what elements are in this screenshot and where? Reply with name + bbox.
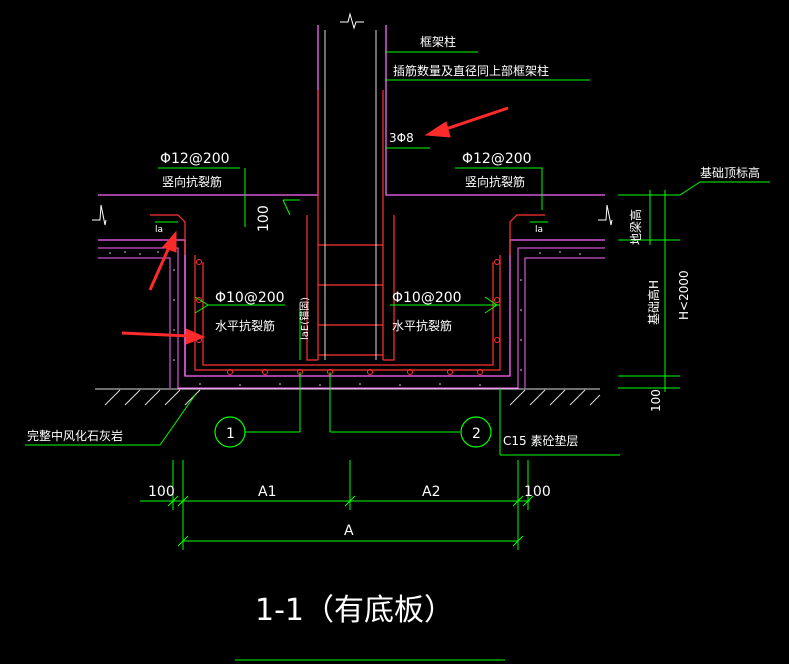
label-vert-rebar-left: Φ12@200: [160, 151, 230, 167]
label-horiz-rebar-right-desc: 水平抗裂筋: [392, 318, 452, 333]
label-la-right: la: [535, 225, 543, 235]
label-vert-rebar-right-desc: 竖向抗裂筋: [465, 174, 525, 189]
rebar-dots: [196, 259, 500, 375]
label-dim-a1: A1: [258, 484, 276, 500]
label-horiz-rebar-right: Φ10@200: [392, 290, 462, 306]
axis-marker-2: [460, 416, 492, 448]
ground-line: [95, 388, 601, 406]
label-dowel-note: 插筋数量及直径同上部框架柱: [393, 63, 549, 78]
axis-marker-1: [214, 416, 246, 448]
label-bottom-100: 100: [649, 389, 663, 412]
column-break: [92, 12, 613, 226]
bedding-layer: [98, 247, 605, 389]
label-lae: laE(锚固): [299, 297, 311, 340]
label-dim-a: A: [344, 523, 354, 539]
bedding-dots: [109, 251, 581, 386]
label-dim-100-right: 100: [524, 484, 551, 500]
label-stirrup: 3Φ8: [389, 131, 414, 145]
label-dim-100-vertical: 100: [256, 205, 272, 232]
arrow-to-la-hook: [148, 230, 177, 291]
label-bedding: C15 素砼垫层: [503, 433, 578, 448]
label-la-left: la: [155, 225, 163, 235]
label-horiz-rebar-left: Φ10@200: [215, 290, 285, 306]
arrow-to-horizontal-rebar: [121, 328, 206, 345]
labels: 框架柱 插筋数量及直径同上部框架柱 3Φ8 Φ12@200 竖向抗裂筋 Φ12@…: [27, 34, 760, 628]
label-h-limit: H<2000: [677, 270, 691, 320]
label-rock: 完整中风化石灰岩: [27, 428, 123, 443]
arrow-to-stirrup: [424, 106, 509, 138]
label-foundation-top: 基础顶标高: [700, 165, 760, 180]
label-dim-a2: A2: [422, 484, 440, 500]
label-horiz-rebar-left-desc: 水平抗裂筋: [215, 318, 275, 333]
drawing-title: 1-1（有底板）: [255, 593, 454, 628]
rebar: [150, 90, 545, 371]
label-foundation-depth: 基础高H: [646, 280, 661, 325]
annotation-arrows: [121, 106, 509, 345]
leader-lines: [25, 51, 770, 456]
label-vert-rebar-left-desc: 竖向抗裂筋: [162, 174, 222, 189]
dimension-lines: [140, 460, 534, 550]
label-frame-column: 框架柱: [420, 34, 456, 49]
column-bars: [324, 30, 377, 360]
label-dim-100-left: 100: [148, 484, 175, 500]
label-marker-2: 2: [472, 426, 481, 442]
axis-markers: [214, 416, 492, 448]
label-vert-rebar-right: Φ12@200: [462, 151, 532, 167]
label-marker-1: 1: [226, 426, 235, 442]
label-beam-height: 地梁高: [628, 209, 643, 245]
